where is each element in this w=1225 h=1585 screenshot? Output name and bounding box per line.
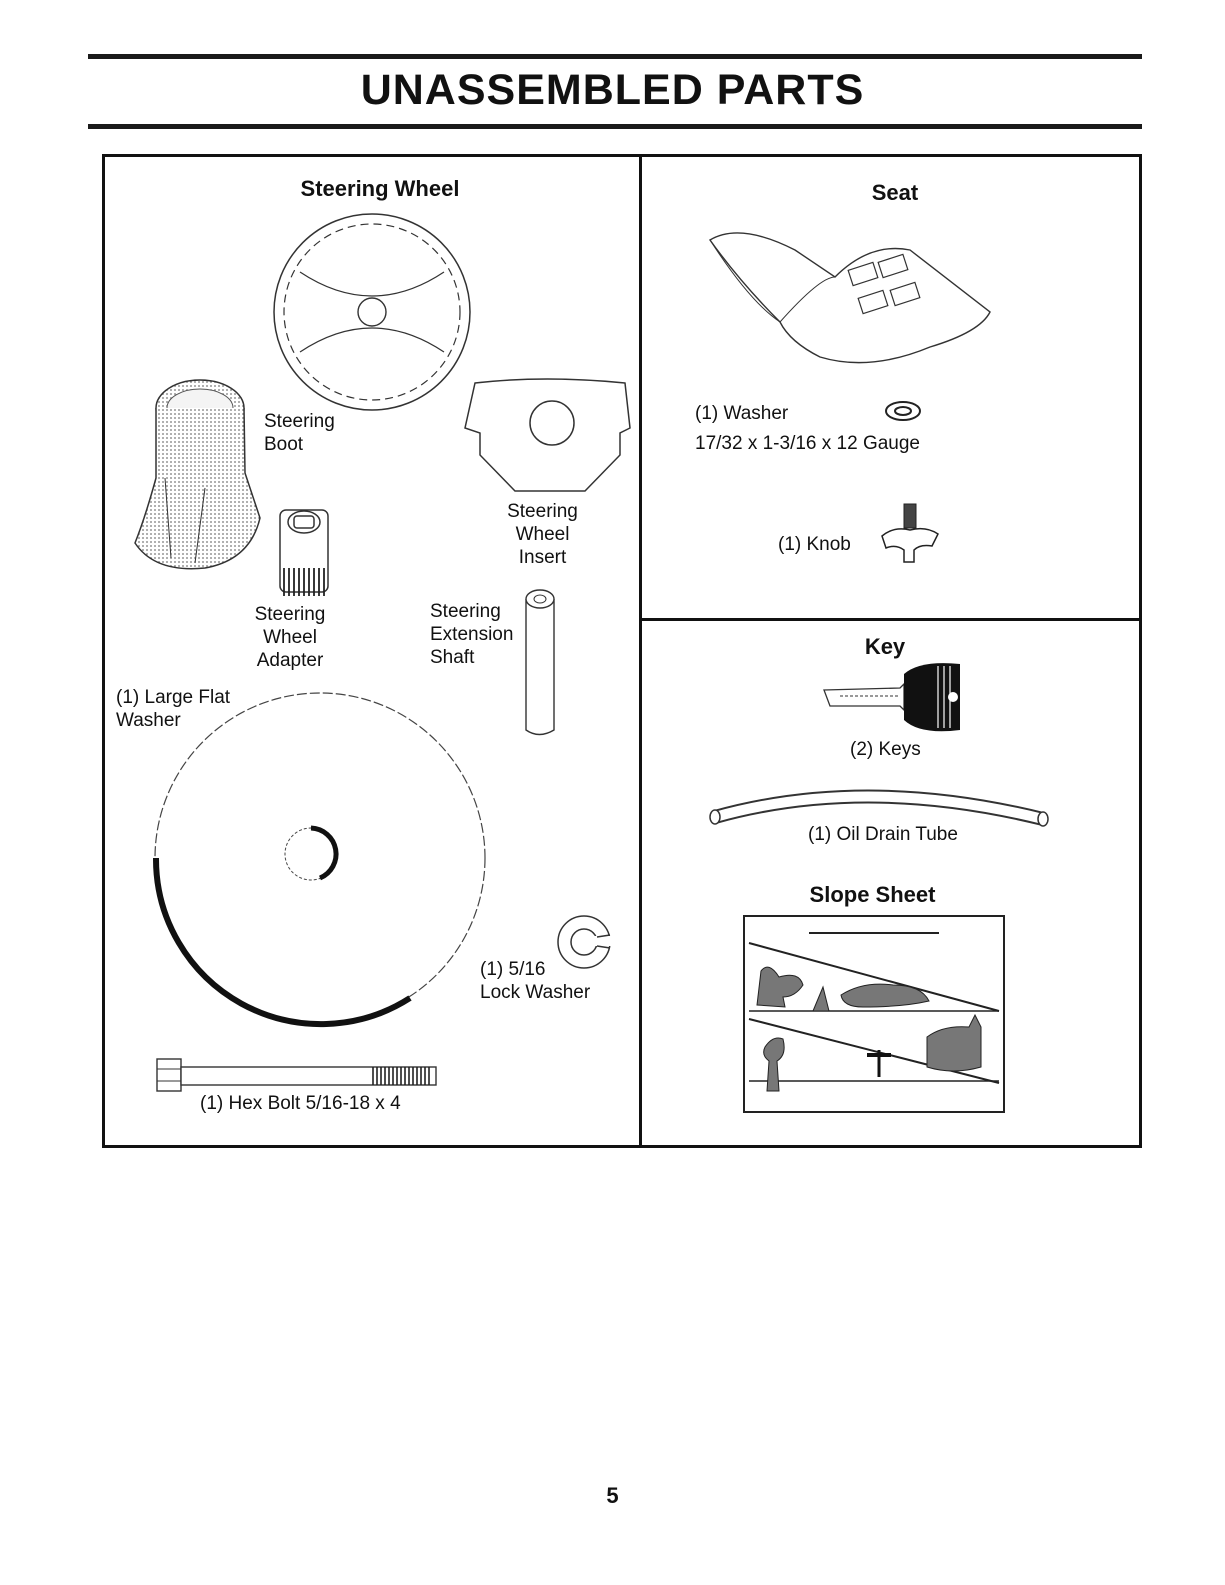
washer-label: (1) Washer (695, 402, 788, 425)
steering-wheel-icon (270, 210, 475, 415)
wheel-insert-label: Steering Wheel Insert (495, 500, 590, 569)
wheel-insert-icon (460, 373, 635, 498)
key-icon (820, 660, 965, 735)
vertical-divider (639, 154, 642, 1148)
wheel-adapter-icon (270, 506, 340, 602)
key-heading: Key (835, 634, 935, 660)
slope-sheet-heading: Slope Sheet (790, 882, 955, 908)
steering-wheel-heading: Steering Wheel (240, 176, 520, 202)
lock-washer-label: (1) 5/16 Lock Washer (480, 958, 590, 1004)
extension-shaft-label: Steering Extension Shaft (430, 600, 513, 669)
washer-spec: 17/32 x 1-3/16 x 12 Gauge (695, 432, 920, 455)
knob-icon (874, 500, 944, 570)
wheel-adapter-label: Steering Wheel Adapter (240, 603, 340, 672)
steering-boot-label: Steering Boot (264, 410, 335, 456)
seat-icon (700, 222, 1000, 372)
hex-bolt-icon (155, 1055, 440, 1095)
slope-sheet-icon (743, 915, 1005, 1113)
oil-drain-tube-label: (1) Oil Drain Tube (808, 823, 958, 846)
large-washer-icon (148, 686, 493, 1031)
knob-label: (1) Knob (778, 533, 851, 556)
page-number: 5 (0, 1483, 1225, 1509)
title-underline (88, 124, 1142, 129)
top-rule (88, 54, 1142, 59)
hex-bolt-label: (1) Hex Bolt 5/16-18 x 4 (200, 1092, 401, 1115)
page-title: UNASSEMBLED PARTS (0, 66, 1225, 115)
keys-label: (2) Keys (850, 738, 921, 761)
seat-heading: Seat (835, 180, 955, 206)
horizontal-divider (641, 618, 1142, 621)
extension-shaft-icon (520, 585, 565, 745)
small-washer-icon (884, 400, 922, 422)
steering-boot-icon (125, 368, 275, 583)
